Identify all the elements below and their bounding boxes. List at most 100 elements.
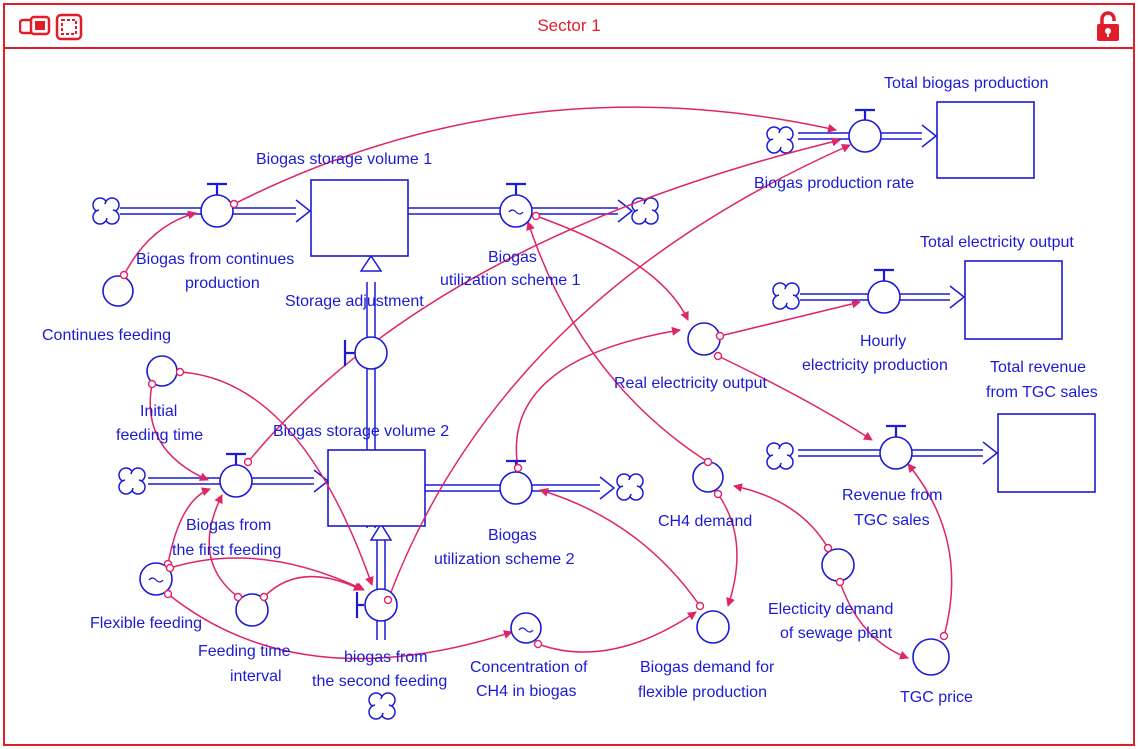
stock-total-biogas-production[interactable] [936,101,1035,179]
label-biogas-demand-1: Biogas demand for [640,659,775,676]
label-ch4-demand: CH4 demand [658,513,752,530]
label-biogas-second-2: the second feeding [312,673,447,690]
label-initial-feeding-2: feeding time [116,427,203,444]
label-total-revenue-2: from TGC sales [986,384,1098,401]
connector [149,383,209,481]
title-bar: Sector 1 [5,5,1133,49]
stock-total-electricity-output[interactable] [964,260,1063,340]
flow-valve-first-feeding[interactable] [219,452,253,498]
select-box-icon[interactable] [55,13,83,41]
label-total-revenue-1: Total revenue [990,359,1086,376]
converter-electricity-demand[interactable] [821,548,855,582]
connector [537,611,697,653]
connector [179,371,374,586]
label-biogas-second-1: biogas from [344,649,428,666]
label-initial-feeding-1: Initial [140,403,177,420]
label-feeding-interval-2: interval [230,668,282,685]
label-biogas-util-2-b: utilization scheme 2 [434,551,575,568]
label-revenue-tgc-1: Revenue from [842,487,943,504]
connectors [123,106,953,660]
label-hourly-electricity-2: electricity production [802,357,948,374]
label-concentration-1: Concentration of [470,659,588,676]
label-concentration-2: CH4 in biogas [476,683,577,700]
flow-valve-utilization-1[interactable] [499,182,533,228]
connector [717,355,873,441]
flow-valve-storage-adjustment[interactable] [343,336,388,370]
cloud-source-icon [766,126,794,154]
label-real-electricity-output: Real electricity output [614,375,768,392]
stock-biogas-storage-1[interactable] [310,179,409,257]
label-biogas-demand-2: flexible production [638,684,767,701]
label-biogas-storage-volume-2: Biogas storage volume 2 [273,423,449,440]
converter-ch4-concentration[interactable] [510,612,542,644]
label-continues-feeding: Continues feeding [42,327,171,344]
label-biogas-first-1: Biogas from [186,517,271,534]
cloud-source-icon [368,692,396,720]
cloud-source-icon [766,442,794,470]
converter-biogas-demand-flexible[interactable] [696,610,730,644]
connector [167,593,513,660]
flow-valve-second-feeding[interactable] [355,588,398,622]
connector [263,575,363,598]
stock-total-revenue-tgc[interactable] [997,413,1096,493]
label-feeding-interval-1: Feeding time [198,643,291,660]
clouds [92,126,800,720]
connector [719,299,861,337]
connector-endpoints [119,199,949,649]
converter-flexible-feeding[interactable] [139,562,173,596]
converter-real-electricity-output[interactable] [687,322,721,356]
connector [539,487,701,607]
flow-valve-production-rate[interactable] [848,108,882,153]
flow-valve-hourly-electricity[interactable] [867,268,901,314]
cloud-source-icon [92,197,120,225]
cloud-sink-icon [616,473,644,501]
connector [387,144,851,601]
converter-tgc-price[interactable] [912,638,950,676]
connector [733,483,829,549]
sector-title: Sector 1 [537,16,601,35]
label-tgc-price: TGC price [900,689,973,706]
connector [233,106,837,205]
label-storage-adjustment: Storage adjustment [285,293,424,310]
connector [247,137,841,463]
connector [167,487,211,565]
label-biogas-first-2: the first feeding [172,542,281,559]
connector [717,493,738,607]
label-biogas-util-2-a: Biogas [488,527,537,544]
label-revenue-tgc-2: TGC sales [854,512,930,529]
label-hourly-electricity-1: Hourly [860,333,906,350]
connector [839,581,909,660]
stocks [310,101,1096,527]
connector [526,221,709,463]
nodes [102,108,950,676]
label-biogas-continues-2: production [185,275,260,292]
label-total-electricity-output: Total electricity output [920,234,1074,251]
stock-biogas-storage-2[interactable] [327,449,426,527]
two-windows-icon[interactable] [19,15,51,37]
cloud-source-icon [118,467,146,495]
label-electricity-demand-1: Electicity demand [768,601,893,618]
flow-valve-revenue-tgc[interactable] [879,424,913,470]
connector [208,494,239,598]
connector [907,463,953,637]
label-biogas-util-1-b: utilization scheme 1 [440,272,581,289]
label-flexible-feeding: Flexible feeding [90,615,202,632]
connector [123,210,197,276]
connector [169,557,365,591]
label-biogas-production-rate: Biogas production rate [754,175,914,192]
label-electricity-demand-2: of sewage plant [780,625,893,642]
label-biogas-util-1-a: Biogas [488,249,537,266]
flow-valve-biogas-continues[interactable] [200,182,234,228]
connector [515,326,681,469]
converter-continues-feeding[interactable] [102,275,134,307]
label-biogas-storage-volume-1: Biogas storage volume 1 [256,151,432,168]
label-biogas-continues-1: Biogas from continues [136,251,294,268]
connector [535,215,689,321]
cloud-source-icon [772,282,800,310]
cloud-sink-icon [631,197,659,225]
converter-feeding-time-interval[interactable] [235,593,269,627]
converter-ch4-demand[interactable] [692,461,724,493]
labels: Total biogas production Biogas storage v… [42,75,1098,706]
padlock-open-icon[interactable] [1095,11,1121,43]
